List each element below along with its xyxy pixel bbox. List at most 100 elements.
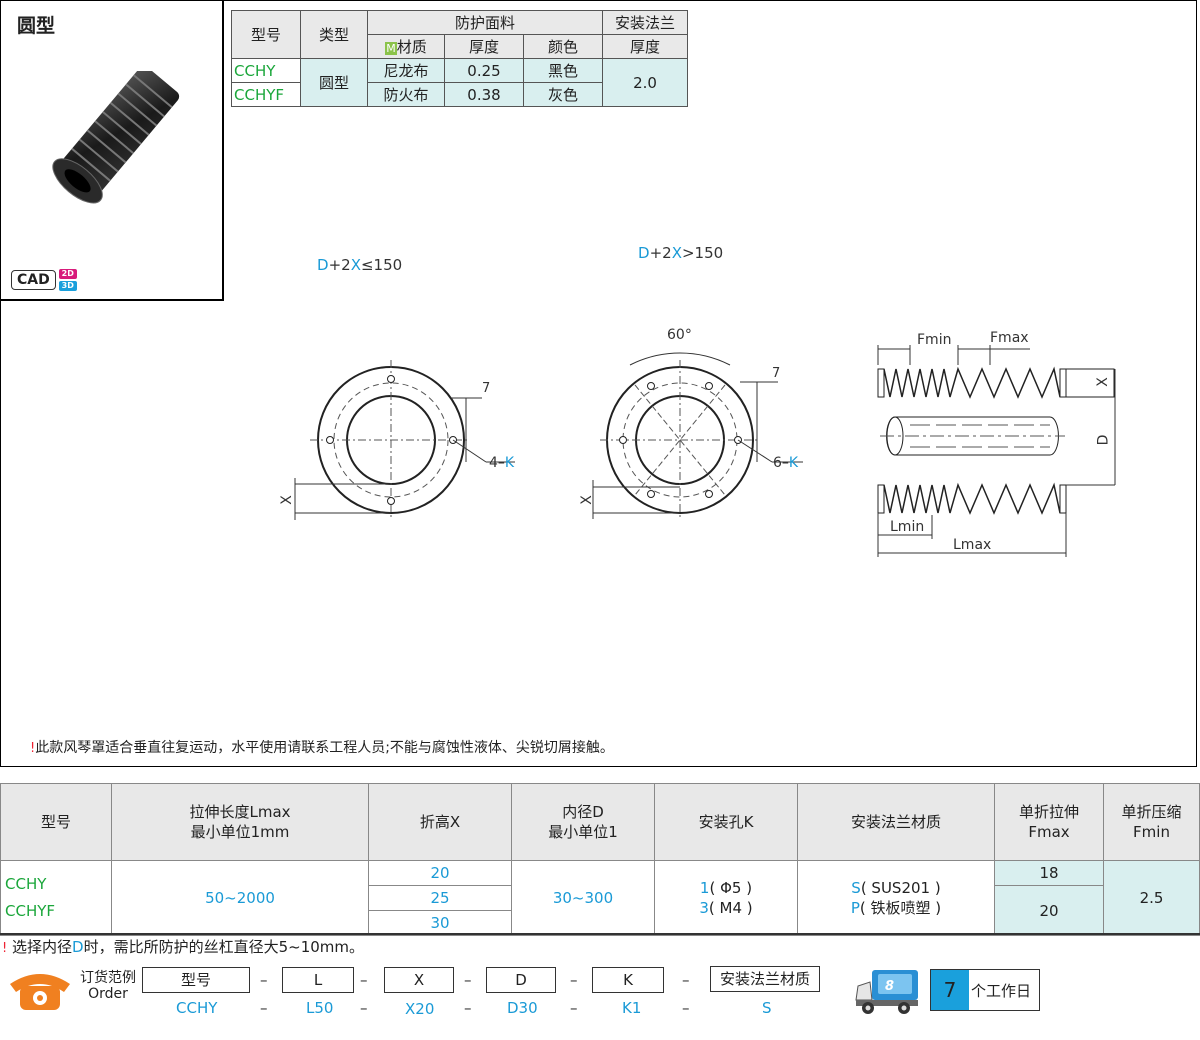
order-model[interactable]: CCHYF [5,902,56,920]
separator: – [682,999,690,1017]
dim-7-a: 7 [482,381,491,396]
order-field-d: D [486,967,556,993]
spec-color: 灰色 [523,82,603,107]
usage-note: !此款风琴罩适合垂直往复运动，水平使用请联系工程人员;不能与腐蚀性液体、尖锐切屑… [30,737,614,757]
cad-3d-tag: 3D [58,281,77,291]
spec-header-flange-thickness: 厚度 [602,34,688,59]
order-d: 30~300 [511,860,655,936]
bellows-photo [52,71,180,204]
lmin-label: Lmin [890,519,925,535]
spec-material: 尼龙布 [367,58,445,83]
fmax-label: Fmax [990,330,1029,346]
order-x-value[interactable]: 25 [368,885,512,911]
separator: – [360,971,368,989]
svg-text:8: 8 [885,979,894,994]
separator: – [260,999,268,1017]
spec-thickness: 0.38 [444,82,524,107]
fmin-label: Fmin [917,332,952,348]
spec-header-flange: 安装法兰 [602,10,688,35]
spec-model[interactable]: CCHYF [231,82,301,107]
order-field-l: L [282,967,354,993]
flange-drawing-4-holes [294,360,515,520]
spec-flange-thickness: 2.0 [602,58,688,107]
delivery-days-label: 个工作日 [971,981,1032,1000]
spec-type: 圆型 [300,58,368,107]
separator: – [464,971,472,989]
order-header-model: 型号 [0,783,112,861]
order-x-value[interactable]: 30 [368,910,512,936]
delivery-days: 7 [931,970,969,1010]
order-value-x: X20 [405,1000,435,1018]
order-field-model: 型号 [142,967,250,993]
dim-x-c: X [1094,377,1111,387]
order-x-value[interactable]: 20 [368,860,512,886]
spec-color: 黑色 [523,58,603,83]
spec-header-material: M材质 [367,34,445,59]
delivery-truck-icon: 8 [855,970,918,1014]
separator: – [682,971,690,989]
dim-d-c: D [1095,434,1112,446]
lmax-label: Lmax [953,537,992,553]
delivery-days-badge: 7 个工作日 [930,969,1040,1011]
angle-60: 60° [667,327,692,343]
order-value-model: CCHY [176,999,218,1017]
spec-header-type: 类型 [300,10,368,59]
order-value-flange: S [762,999,772,1017]
flange-drawing-6-holes [592,352,803,520]
material-label: 材质 [396,38,427,56]
order-lmax: 50~2000 [111,860,369,936]
order-fmax-value: 20 [994,885,1104,936]
order-field-x: X [384,967,454,993]
phone-icon [10,974,70,1010]
spec-thickness: 0.25 [444,58,524,83]
separator: – [360,999,368,1017]
spec-header-thickness: 厚度 [444,34,524,59]
warning-icon: ! [2,941,8,956]
usage-note-text: 此款风琴罩适合垂直往复运动，水平使用请联系工程人员;不能与腐蚀性液体、尖锐切屑接… [35,740,614,756]
order-header-flange: 安装法兰材质 [797,783,995,861]
product-title: 圆型 [17,15,56,37]
cad-label: CAD [11,270,56,290]
order-fmax-value: 18 [994,860,1104,886]
hole-callout-6k: 6–K [773,455,799,471]
bellows-side-view [877,345,1116,557]
footnote: ! 选择内径D时，需比所防护的丝杠直径大5~10mm。 [2,938,365,956]
dim-x-a: X [278,495,295,505]
spec-header-protect: 防护面料 [367,10,603,35]
order-k: 1( Φ5 )3( M4 ) [654,860,798,936]
separator: – [464,999,472,1017]
dim-x-b: X [578,495,595,505]
order-models: CCHY CCHYF [0,860,112,936]
spec-table: 型号 类型 防护面料 安装法兰 M材质 厚度 颜色 厚度 CCHY 圆型 尼龙布… [231,10,688,107]
order-value-l: L50 [306,999,334,1017]
spec-header-model: 型号 [231,10,301,59]
spec-model[interactable]: CCHY [231,58,301,83]
hole-callout-4k: 4–K [489,455,515,471]
cad-badge[interactable]: CAD 2D 3D [11,268,77,292]
order-fmin: 2.5 [1103,860,1200,936]
condition-label-small: D+2X≤150 [317,256,403,274]
order-header-x: 折高X [368,783,512,861]
separator: – [260,971,268,989]
order-field-flange: 安装法兰材质 [710,966,820,992]
spec-header-color: 颜色 [523,34,603,59]
separator: – [570,971,578,989]
order-value-k: K1 [622,999,642,1017]
separator: – [570,999,578,1017]
order-value-d: D30 [507,999,538,1017]
order-field-k: K [592,967,664,993]
cad-2d-tag: 2D [58,269,77,279]
order-header-k: 安装孔K [654,783,798,861]
spec-material: 防火布 [367,82,445,107]
condition-label-large: D+2X>150 [638,244,724,262]
product-panel [0,0,1197,767]
order-model[interactable]: CCHY [5,875,47,893]
dim-7-b: 7 [772,366,781,381]
product-image-box: 圆型 CAD 2D 3D [0,0,224,301]
order-flange: S( SUS201 )P( 铁板喷塑 ) [797,860,995,936]
